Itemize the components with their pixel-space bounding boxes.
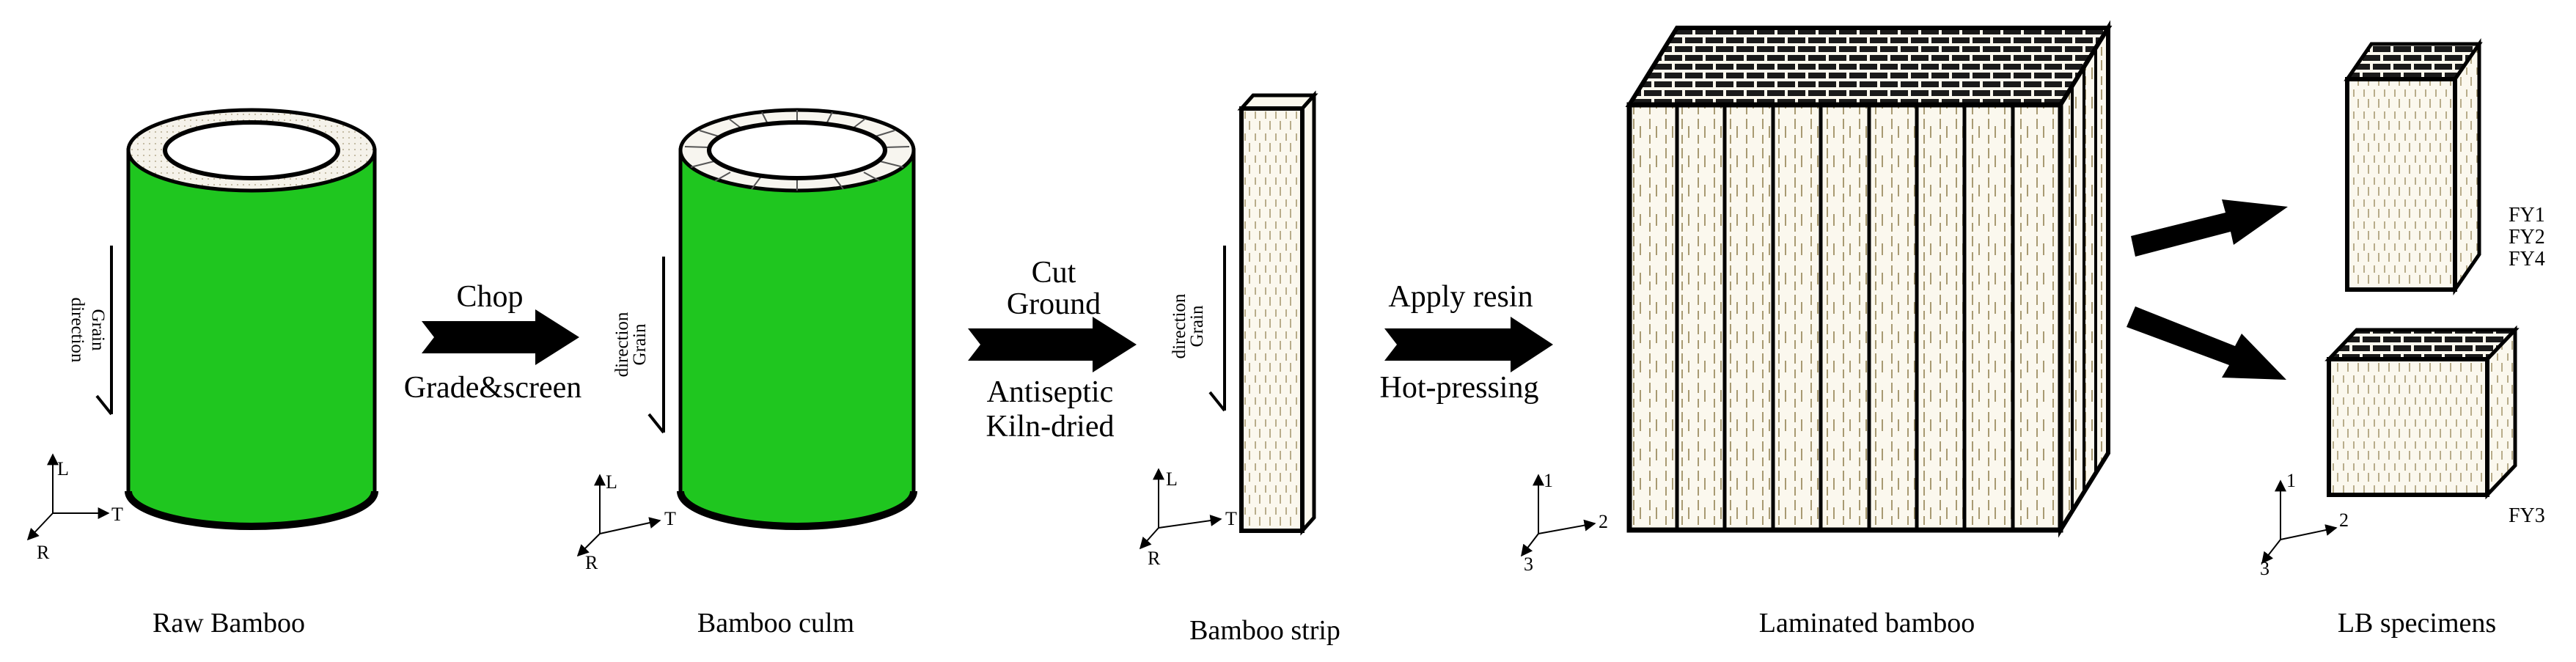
laminated-caption: Laminated bamboo [1759, 608, 1975, 639]
specimens-caption: LB specimens [2338, 608, 2496, 639]
bamboo-culm-cylinder [677, 108, 917, 530]
strip-grain-label-1: Grain [1187, 305, 1207, 347]
raw-axis-l: L [57, 458, 69, 479]
raw-axis-t: T [111, 504, 123, 525]
strip-grain-arrow: Grain direction [1170, 246, 1226, 412]
ground-label: Ground [1007, 287, 1101, 321]
raw-bamboo-cylinder [125, 108, 378, 530]
chop-label: Chop [456, 280, 523, 314]
specimen-id-fy4: FY4 [2509, 248, 2545, 271]
strip-axes: L T R [1139, 468, 1237, 569]
specimen-id-fy3: FY3 [2509, 504, 2545, 527]
culm-grain-label-2: direction [612, 312, 632, 377]
upper-branch-arrow [2131, 199, 2288, 257]
culm-axis-r: R [585, 552, 598, 573]
raw-grain-label-2: direction [67, 298, 87, 363]
specimens-axes: 1 2 3 [2260, 470, 2349, 579]
culm-grain-arrow: Grain direction [612, 257, 665, 434]
raw-grain-arrow: Grain direction [67, 246, 113, 416]
culm-caption: Bamboo culm [697, 608, 854, 639]
cut-label: Cut [1032, 256, 1076, 290]
hot-pressing-label: Hot-pressing [1380, 371, 1539, 405]
raw-axis-r: R [37, 542, 50, 563]
bamboo-strip [1237, 90, 1318, 536]
strip-caption: Bamboo strip [1189, 615, 1340, 646]
specimen-id-fy2: FY2 [2509, 226, 2545, 249]
laminated-axes: 1 2 3 [1521, 470, 1608, 575]
specimen-upper-block [2344, 37, 2483, 296]
laminated-axis-2: 2 [1599, 511, 1608, 532]
antiseptic-label: Antiseptic [987, 375, 1114, 409]
kiln-dried-label: Kiln-dried [986, 410, 1115, 444]
laminated-axis-3: 3 [1524, 553, 1533, 575]
laminated-axis-1: 1 [1544, 470, 1553, 491]
culm-axis-t: T [664, 508, 676, 529]
lower-branch-arrow [2127, 306, 2286, 380]
specimens-axis-1: 1 [2286, 470, 2296, 491]
raw-axes: L T R [26, 453, 123, 563]
specimen-lower-block [2324, 325, 2520, 500]
grade-screen-label: Grade&screen [404, 371, 582, 405]
culm-grain-label-1: Grain [630, 323, 650, 365]
strip-grain-label-2: direction [1170, 293, 1189, 358]
strip-axis-t: T [1225, 508, 1237, 529]
specimens-axis-3: 3 [2260, 558, 2269, 579]
strip-axis-r: R [1148, 548, 1161, 569]
raw-caption: Raw Bamboo [153, 608, 305, 639]
raw-grain-label-1: Grain [88, 309, 108, 351]
cut-arrow [968, 317, 1137, 372]
culm-axis-l: L [606, 471, 617, 493]
culm-axes: L T R [576, 471, 676, 573]
resin-arrow [1384, 317, 1553, 372]
specimens-axis-2: 2 [2339, 510, 2349, 531]
strip-axis-l: L [1166, 468, 1178, 490]
laminated-bamboo-block [1625, 20, 2113, 538]
apply-resin-label: Apply resin [1388, 280, 1533, 314]
specimen-id-fy1: FY1 [2509, 204, 2545, 227]
chop-arrow [422, 309, 579, 365]
